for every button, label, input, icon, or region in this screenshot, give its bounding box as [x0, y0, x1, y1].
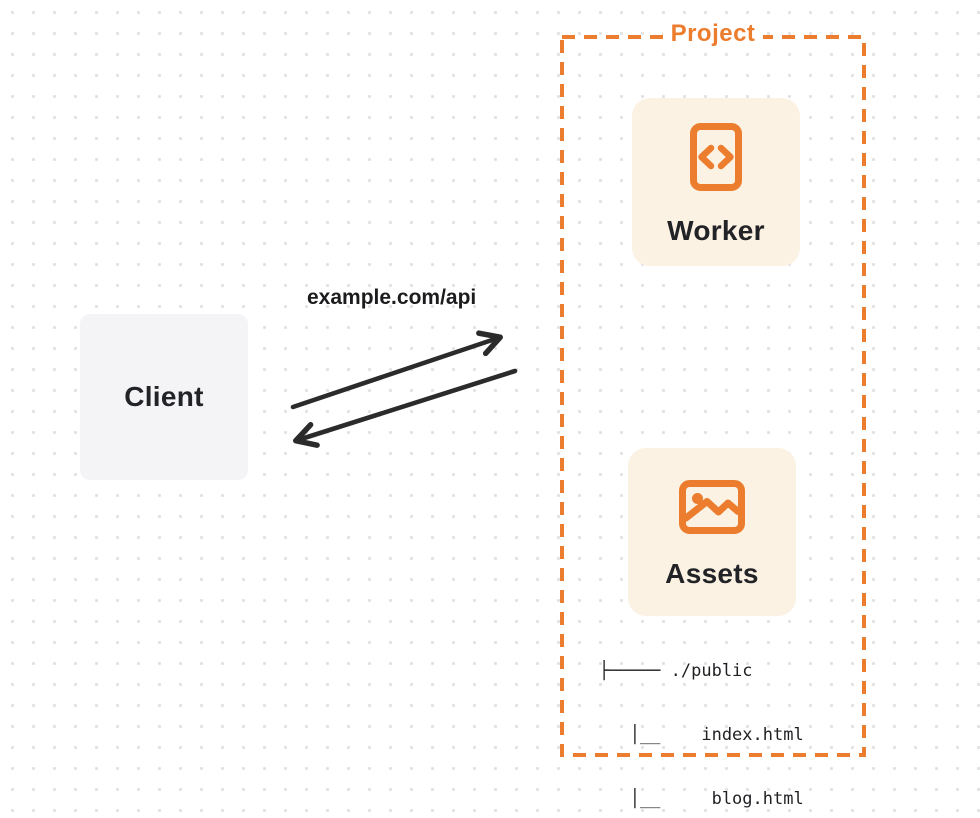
file-tree-line: ├───── ./public: [599, 660, 753, 681]
image-icon: [679, 480, 745, 534]
code-file-icon: [690, 123, 742, 191]
request-url-label: example.com/api: [307, 286, 477, 309]
project-label-wrap: Project: [560, 20, 866, 48]
response-arrow: [293, 368, 518, 448]
request-arrow: [290, 330, 503, 410]
worker-node: Worker: [632, 98, 800, 266]
assets-file-tree: ├───── ./public │__ index.html │__ blog.…: [599, 618, 804, 818]
project-dashed-border: [560, 35, 866, 757]
client-label: Client: [124, 381, 204, 412]
file-tree-line: │__ blog.html: [599, 789, 804, 810]
file-tree-line: │__ index.html: [599, 725, 804, 746]
assets-label: Assets: [665, 558, 759, 589]
assets-node: Assets: [628, 448, 796, 616]
client-node: Client: [80, 314, 248, 480]
worker-label: Worker: [667, 215, 765, 246]
project-label: Project: [662, 20, 764, 48]
project-boundary: Project: [560, 20, 866, 757]
